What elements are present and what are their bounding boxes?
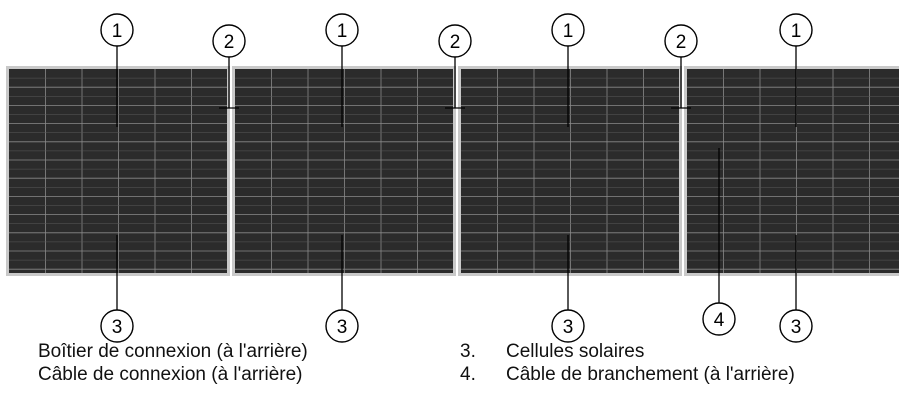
- callout-number: 1: [791, 21, 802, 42]
- cell-grid: [235, 69, 453, 273]
- callout-number: 1: [337, 21, 348, 42]
- solar-panel: [6, 66, 230, 276]
- callout-circle: [325, 309, 359, 343]
- legend-number: .: [0, 340, 38, 363]
- cell-grid: [687, 69, 899, 273]
- legend-item-1: . Boîtier de connexion (à l'arrière): [0, 340, 308, 363]
- callout-circle: [212, 24, 246, 58]
- solar-cells: [461, 69, 679, 273]
- solar-panel: [458, 66, 682, 276]
- solar-panel: [684, 66, 899, 276]
- callout-circle: [551, 13, 585, 47]
- legend-left: . Boîtier de connexion (à l'arrière) . C…: [0, 340, 308, 386]
- callout-number: 3: [791, 317, 802, 338]
- callout-3: 3: [325, 309, 359, 343]
- callout-number: 3: [112, 317, 123, 338]
- callout-1: 1: [325, 13, 359, 47]
- cell-grid: [9, 69, 227, 273]
- callout-circle: [438, 24, 472, 58]
- solar-panels: [6, 66, 899, 276]
- callout-2: 2: [212, 24, 246, 58]
- callout-2: 2: [664, 24, 698, 58]
- leader-lines: [116, 46, 797, 310]
- cell-busbars: [235, 77, 453, 261]
- callout-3: 3: [779, 309, 813, 343]
- solar-cells: [687, 69, 899, 273]
- callout-circle: [664, 24, 698, 58]
- solar-cells: [235, 69, 453, 273]
- callout-number: 1: [112, 21, 123, 42]
- callout-1: 1: [551, 13, 585, 47]
- cell-grid: [461, 69, 679, 273]
- callout-number: 3: [563, 317, 574, 338]
- cell-busbars: [461, 77, 679, 261]
- callout-circle: [551, 309, 585, 343]
- callout-circle: [702, 302, 736, 336]
- legend-right: 3. Cellules solaires 4. Câble de branche…: [460, 340, 795, 386]
- cell-busbars: [687, 77, 899, 261]
- legend-item-2: . Câble de connexion (à l'arrière): [0, 363, 308, 386]
- callout-circle: [325, 13, 359, 47]
- solar-cells: [9, 69, 227, 273]
- legend-item-3: 3. Cellules solaires: [460, 340, 795, 363]
- callout-2: 2: [438, 24, 472, 58]
- callout-number: 2: [450, 32, 461, 53]
- legend-text: Câble de branchement (à l'arrière): [506, 364, 795, 385]
- solar-panel: [232, 66, 456, 276]
- callout-number: 3: [337, 317, 348, 338]
- callout-number: 2: [676, 32, 687, 53]
- legend-number: .: [0, 363, 38, 386]
- callout-number: 2: [224, 32, 235, 53]
- legend-number: 3.: [460, 341, 476, 362]
- legend-text: Boîtier de connexion (à l'arrière): [38, 341, 308, 362]
- legend-number: 4.: [460, 364, 476, 385]
- callouts: 1 1 1 1 3 3 3 3 2 2 2 4: [100, 13, 813, 343]
- callout-circle: [779, 309, 813, 343]
- callout-3: 3: [100, 309, 134, 343]
- callout-circle: [100, 13, 134, 47]
- callout-number: 4: [714, 310, 725, 331]
- callout-circle: [779, 13, 813, 47]
- callout-circle: [100, 309, 134, 343]
- callout-3: 3: [551, 309, 585, 343]
- cell-busbars: [9, 77, 227, 261]
- legend-item-4: 4. Câble de branchement (à l'arrière): [460, 363, 795, 386]
- callout-number: 1: [563, 21, 574, 42]
- callout-1: 1: [100, 13, 134, 47]
- legend-text: Cellules solaires: [506, 341, 645, 362]
- callout-1: 1: [779, 13, 813, 47]
- legend-text: Câble de connexion (à l'arrière): [38, 364, 303, 385]
- callout-4: 4: [702, 302, 736, 336]
